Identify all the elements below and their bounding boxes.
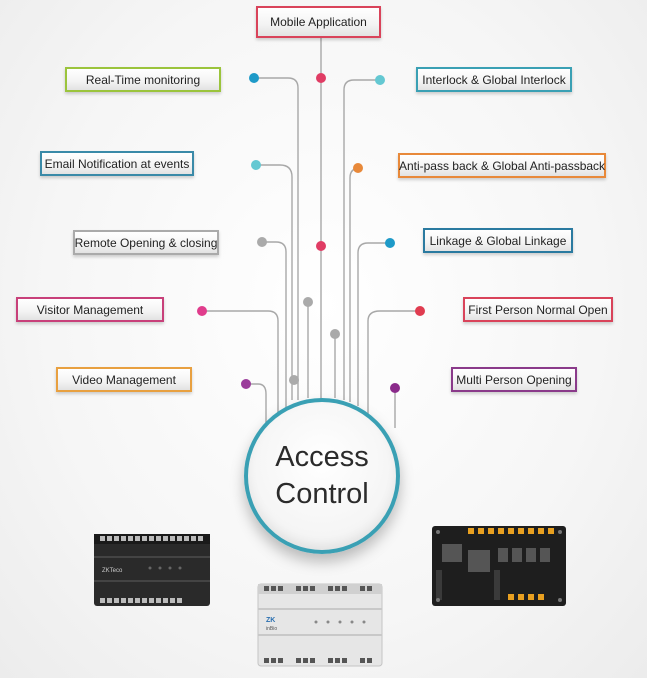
label-first-person: First Person Normal Open (463, 297, 613, 322)
dot-multi-person (390, 383, 400, 393)
wire-email (256, 164, 293, 400)
dot-interlock (375, 75, 385, 85)
dot-first-person (415, 306, 425, 316)
dot-remote (257, 237, 267, 247)
wire-remote (262, 241, 287, 408)
hub-line-1: Access (275, 441, 369, 473)
wire-interlock (343, 79, 380, 400)
label-multi-person: Multi Person Opening (451, 367, 577, 392)
wire-real-time (254, 77, 299, 400)
dot-video (241, 379, 251, 389)
dot-center-gray-2 (330, 329, 340, 339)
label-real-time-monitoring: Real-Time monitoring (65, 67, 221, 92)
wire-visitor (202, 310, 279, 414)
label-remote-opening: Remote Opening & closing (73, 230, 219, 255)
dot-email (251, 160, 261, 170)
label-video-management: Video Management (56, 367, 192, 392)
label-anti-passback: Anti-pass back & Global Anti-passback (398, 153, 606, 178)
dot-remote-2 (289, 375, 299, 385)
access-control-hub: Access Control (244, 398, 400, 554)
dot-anti-pass (353, 163, 363, 173)
device-controller-board (432, 526, 566, 606)
label-visitor-management: Visitor Management (16, 297, 164, 322)
wire-linkage (357, 242, 390, 406)
device-controller-left: ZKTeco (94, 534, 210, 606)
hub-line-2: Control (275, 478, 369, 510)
label-interlock: Interlock & Global Interlock (416, 67, 572, 92)
label-linkage: Linkage & Global Linkage (423, 228, 573, 253)
dot-center-gray-1 (303, 297, 313, 307)
label-email-notification: Email Notification at events (40, 151, 194, 176)
dot-real-time (249, 73, 259, 83)
label-mobile-application: Mobile Application (256, 6, 381, 38)
svg-text:ZK: ZK (266, 617, 275, 624)
wire-video (246, 383, 267, 426)
wire-first-person (367, 310, 420, 414)
dot-mobile (316, 73, 326, 83)
dot-mobile-2 (316, 241, 326, 251)
svg-text:inBio: inBio (266, 626, 277, 632)
device-controller-middle: ZK inBio (257, 583, 383, 667)
dot-visitor (197, 306, 207, 316)
svg-text:ZKTeco: ZKTeco (102, 568, 123, 574)
dot-linkage (385, 238, 395, 248)
